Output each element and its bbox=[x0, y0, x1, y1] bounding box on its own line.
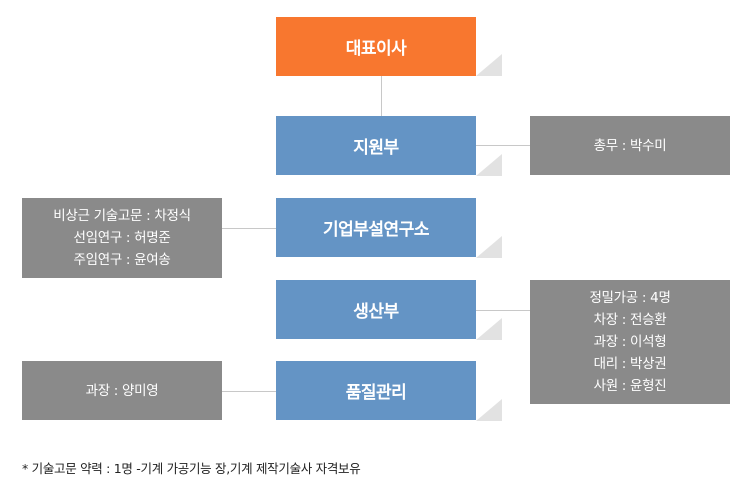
dept-support-label: 지원부 bbox=[353, 138, 399, 158]
dept-support-box: 지원부 bbox=[276, 116, 476, 175]
quality-staff-box: 과장 : 양미영 bbox=[22, 361, 222, 420]
dept-production-label: 생산부 bbox=[353, 302, 399, 322]
quality-staff-line: 과장 : 양미영 bbox=[85, 382, 159, 399]
dept-quality-box: 품질관리 bbox=[276, 361, 476, 420]
footnote: * 기술고문 약력 : 1명 -기계 가공기능 장,기계 제작기술사 자격보유 bbox=[22, 461, 361, 476]
production-staff-line: 대리 : 박상권 bbox=[593, 356, 667, 372]
research-staff-line: 주임연구 : 윤여송 bbox=[73, 252, 171, 268]
production-shadow bbox=[476, 318, 502, 340]
production-staff-box: 정밀가공 : 4명 차장 : 전승환 과장 : 이석형 대리 : 박상권 사원 … bbox=[530, 280, 730, 404]
research-shadow bbox=[476, 236, 502, 258]
ceo-shadow bbox=[476, 54, 502, 76]
connector-quality-staff bbox=[222, 391, 276, 392]
research-staff-line: 선임연구 : 허명준 bbox=[73, 230, 171, 246]
dept-production-box: 생산부 bbox=[276, 280, 476, 339]
support-shadow bbox=[476, 154, 502, 176]
support-staff-line: 총무 : 박수미 bbox=[593, 137, 667, 154]
research-staff-line: 비상근 기술고문 : 차정식 bbox=[53, 208, 191, 224]
ceo-label: 대표이사 bbox=[345, 39, 407, 59]
production-staff-line: 차장 : 전승환 bbox=[593, 312, 667, 328]
ceo-box: 대표이사 bbox=[276, 17, 476, 76]
dept-quality-label: 품질관리 bbox=[345, 383, 407, 403]
connector-research-staff bbox=[222, 228, 276, 229]
connector-production-staff bbox=[476, 310, 530, 311]
research-staff-box: 비상근 기술고문 : 차정식 선임연구 : 허명준 주임연구 : 윤여송 bbox=[22, 198, 222, 278]
quality-shadow bbox=[476, 399, 502, 421]
dept-research-box: 기업부설연구소 bbox=[276, 198, 476, 257]
production-staff-line: 사원 : 윤형진 bbox=[593, 378, 667, 394]
production-staff-line: 과장 : 이석형 bbox=[593, 334, 667, 350]
support-staff-box: 총무 : 박수미 bbox=[530, 116, 730, 175]
dept-research-label: 기업부설연구소 bbox=[323, 220, 429, 240]
connector-vertical bbox=[381, 76, 382, 116]
production-staff-line: 정밀가공 : 4명 bbox=[589, 290, 671, 306]
connector-support-staff bbox=[476, 145, 530, 146]
